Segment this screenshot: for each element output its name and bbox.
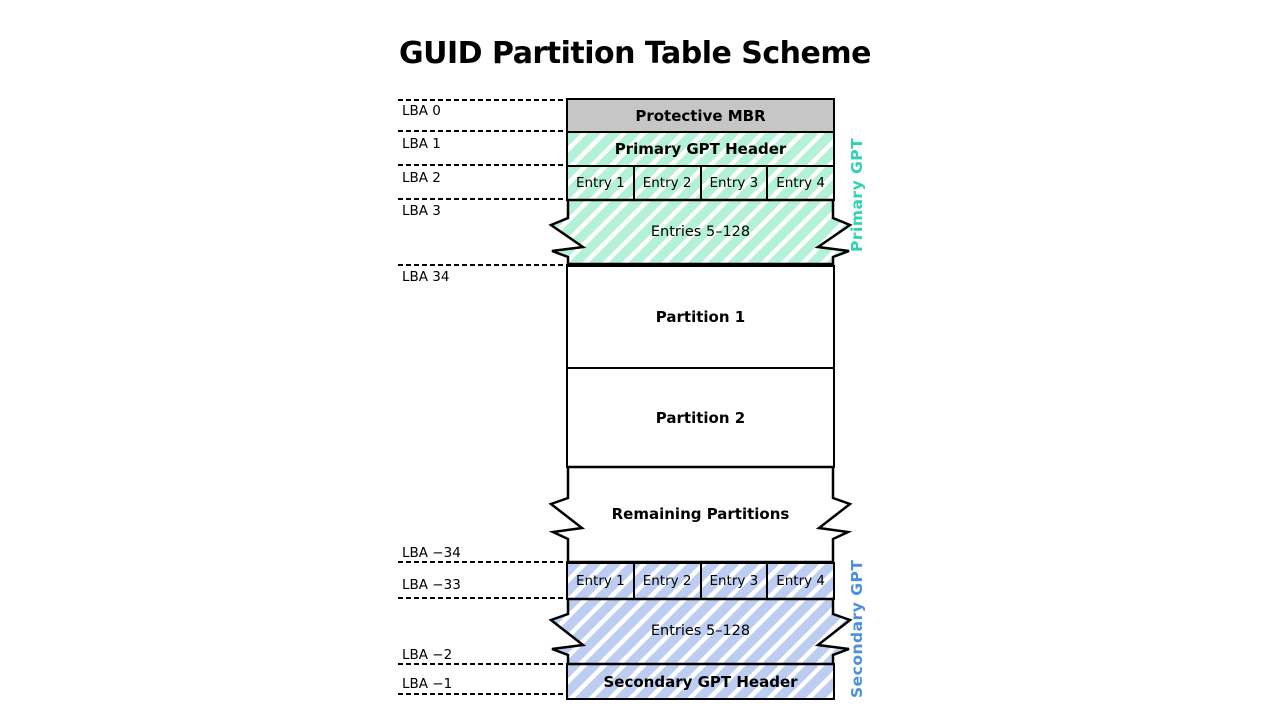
partition-1-label: Partition 1 bbox=[655, 308, 746, 326]
diagram-title: GUID Partition Table Scheme bbox=[399, 36, 871, 71]
lba-label-2: LBA 2 bbox=[402, 170, 441, 186]
secondary-entry-4: Entry 4 bbox=[766, 564, 833, 598]
primary-gpt-header-label: Primary GPT Header bbox=[614, 140, 787, 158]
lba-label-m1: LBA −1 bbox=[402, 676, 453, 692]
secondary-gpt-header-block: Secondary GPT Header bbox=[566, 663, 835, 700]
secondary-entry-row: Entry 1 Entry 2 Entry 3 Entry 4 bbox=[566, 562, 835, 600]
lba-label-m2: LBA −2 bbox=[402, 647, 453, 663]
primary-entry-2: Entry 2 bbox=[632, 167, 700, 199]
protective-mbr-block: Protective MBR bbox=[566, 98, 835, 133]
partition-1-block: Partition 1 bbox=[566, 265, 835, 369]
primary-entry-cells: Entry 1 Entry 2 Entry 3 Entry 4 bbox=[568, 167, 833, 199]
secondary-entries-5-128-label: Entries 5–128 bbox=[650, 623, 751, 639]
lba-line-m2 bbox=[398, 663, 568, 665]
lba-label-m34: LBA −34 bbox=[402, 545, 461, 561]
lba-line-0 bbox=[398, 99, 568, 101]
lba-label-m33: LBA −33 bbox=[402, 577, 461, 593]
primary-entry-4: Entry 4 bbox=[766, 167, 833, 199]
secondary-gpt-side-label: Secondary GPT bbox=[848, 559, 866, 698]
primary-gpt-header-block: Primary GPT Header bbox=[566, 131, 835, 167]
partition-2-block: Partition 2 bbox=[566, 367, 835, 468]
lba-line-m33 bbox=[398, 597, 568, 599]
lba-label-0: LBA 0 bbox=[402, 103, 441, 119]
secondary-entry-3: Entry 3 bbox=[699, 564, 767, 598]
primary-entry-3: Entry 3 bbox=[699, 167, 767, 199]
primary-entry-1: Entry 1 bbox=[575, 175, 625, 191]
primary-entries-5-128-label: Entries 5–128 bbox=[650, 224, 751, 240]
lba-line-3 bbox=[398, 198, 568, 200]
primary-gpt-side-label: Primary GPT bbox=[848, 137, 866, 252]
primary-entry-row: Entry 1 Entry 2 Entry 3 Entry 4 bbox=[566, 165, 835, 201]
lba-line-34 bbox=[398, 264, 568, 266]
partition-2-label: Partition 2 bbox=[655, 408, 746, 427]
protective-mbr-label: Protective MBR bbox=[635, 106, 766, 125]
secondary-entry-cells: Entry 1 Entry 2 Entry 3 Entry 4 bbox=[568, 564, 833, 598]
lba-label-34: LBA 34 bbox=[402, 269, 450, 285]
lba-line-m34 bbox=[398, 561, 568, 563]
lba-line-m1 bbox=[398, 693, 568, 695]
lba-label-3: LBA 3 bbox=[402, 203, 441, 219]
secondary-entry-1: Entry 1 bbox=[575, 573, 625, 589]
lba-line-1 bbox=[398, 130, 568, 132]
lba-line-2 bbox=[398, 164, 568, 166]
secondary-entry-2: Entry 2 bbox=[632, 564, 700, 598]
remaining-partitions-label: Remaining Partitions bbox=[611, 505, 790, 523]
lba-label-1: LBA 1 bbox=[402, 136, 441, 152]
secondary-gpt-header-label: Secondary GPT Header bbox=[603, 672, 798, 691]
